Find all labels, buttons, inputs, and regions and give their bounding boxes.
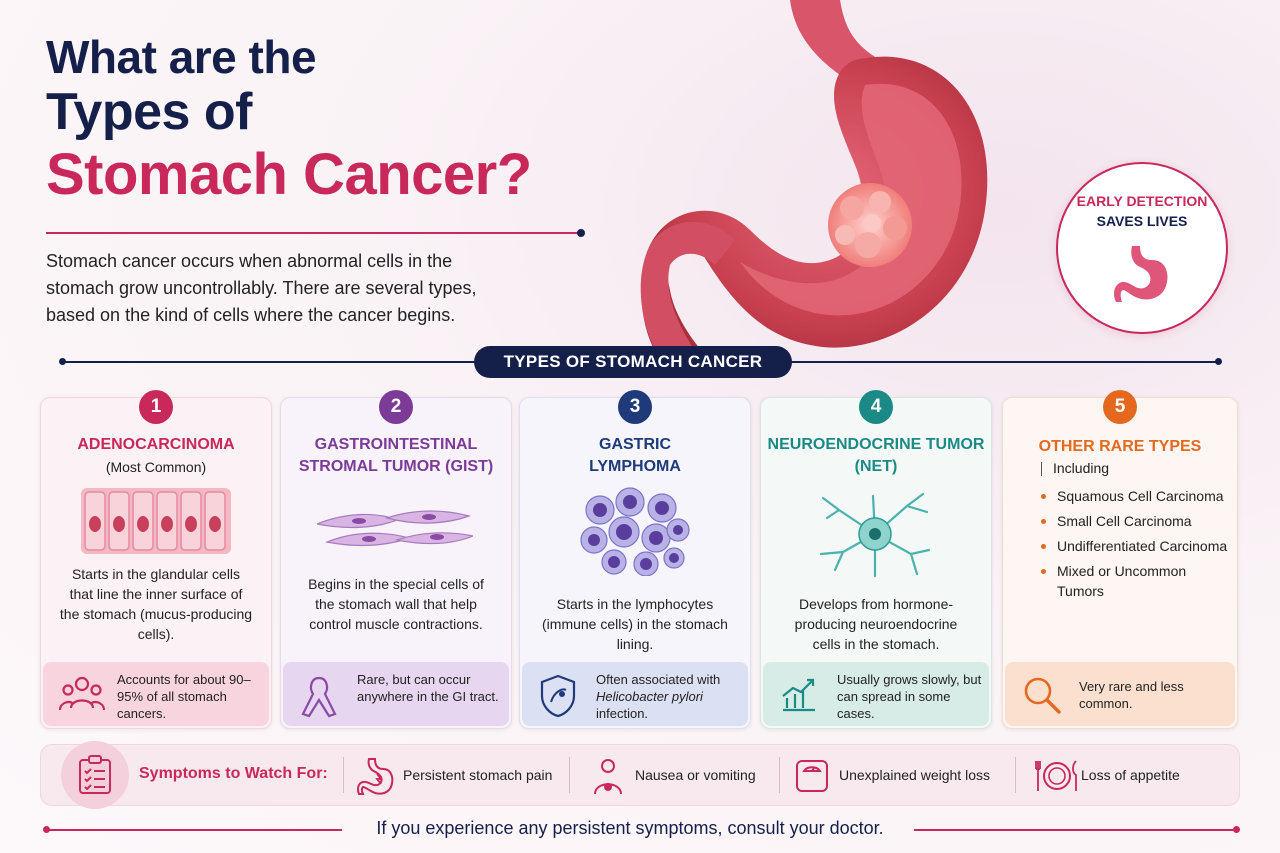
symptom-item: Nausea or vomiting: [589, 755, 789, 795]
note-italic: Helicobacter pylori: [596, 689, 703, 704]
symptom-label: Nausea or vomiting: [635, 767, 756, 783]
card-title: GASTRIC LYMPHOMA: [589, 436, 681, 475]
card-note: Very rare and less common.: [1079, 679, 1184, 711]
card-neuroendocrine: 4 NEUROENDOCRINE TUMOR (NET) Develops fr…: [760, 390, 992, 729]
card-number: 2: [379, 390, 413, 424]
symptoms-heading: Symptoms to Watch For:: [139, 765, 328, 782]
stomach-illustration: [640, 0, 988, 360]
card-note-box: Very rare and less common.: [1005, 662, 1235, 726]
list-item: Squamous Cell Carcinoma: [1031, 486, 1231, 506]
card-other-rare-types: 5 OTHER RARE TYPES Including Squamous Ce…: [1002, 390, 1238, 729]
title-line-1: What are the: [46, 31, 317, 83]
card-note: Accounts for about 90–95% of all stomach…: [117, 672, 251, 721]
symptom-label: Unexplained weight loss: [839, 767, 990, 783]
nausea-person-icon: [594, 759, 622, 795]
symptoms-strip: Symptoms to Watch For: Persistent stomac…: [40, 741, 1240, 809]
note-suffix: infection.: [596, 706, 649, 721]
section-label: TYPES OF STOMACH CANCER: [474, 346, 792, 378]
card-adenocarcinoma: 1 ADENOCARCINOMA (Most Common) Starts in…: [40, 390, 272, 729]
stromal-cells-illustration: [317, 510, 473, 547]
symptom-item: Persistent stomach pain: [357, 755, 577, 795]
card-gastric-lymphoma: 3 GASTRIC LYMPHOMA Starts in the lymphoc…: [519, 390, 751, 729]
card-description: Begins in the special cells of the stoma…: [308, 576, 484, 632]
footer-message: If you experience any persistent symptom…: [376, 818, 884, 838]
card-title: NEUROENDOCRINE TUMOR (NET): [767, 436, 985, 475]
list-item: Small Cell Carcinoma: [1031, 511, 1231, 531]
symptom-label: Persistent stomach pain: [403, 767, 553, 783]
card-note-box: Usually grows slowly, but can spread in …: [763, 662, 989, 726]
section-dot-right: [1215, 358, 1222, 365]
symptom-item: Unexplained weight loss: [793, 755, 1023, 795]
title-line-3: Stomach Cancer?: [46, 142, 532, 207]
footer-line-right: [914, 829, 1236, 831]
note-prefix: Often associated with: [596, 672, 721, 687]
badge-line-1: EARLY DETECTION: [1076, 193, 1208, 209]
card-note: Usually grows slowly, but can spread in …: [837, 672, 982, 721]
card-number: 4: [859, 390, 893, 424]
checklist-icon-wrap: [61, 741, 129, 809]
lymphocytes-illustration: [580, 487, 690, 576]
including-label: Including: [1040, 460, 1110, 476]
card-title: OTHER RARE TYPES: [1038, 438, 1202, 455]
stomach-icon: [1114, 246, 1168, 302]
intro-paragraph: Stomach cancer occurs when abnormal cell…: [46, 251, 477, 325]
card-description: Develops from hormone-producing neuroend…: [794, 596, 958, 652]
card-number: 5: [1103, 390, 1137, 424]
card-number: 3: [618, 390, 652, 424]
shield-bacteria-icon: [540, 674, 576, 718]
symptom-divider: [779, 757, 780, 793]
card-subtitle: (Most Common): [105, 459, 207, 475]
list-item: Undifferentiated Carcinoma: [1031, 536, 1231, 556]
scale-icon: [796, 760, 828, 792]
card-note-box: Rare, but can occur anywhere in the GI t…: [283, 662, 509, 726]
page-title: What are the Types of Stomach Cancer?: [46, 34, 532, 204]
symptom-divider: [1015, 757, 1016, 793]
card-description: Starts in the glandular cells that line …: [59, 566, 253, 642]
card-note: Rare, but can occur anywhere in the GI t…: [357, 672, 499, 704]
footer-line-left: [46, 829, 342, 831]
card-number: 1: [139, 390, 173, 424]
card-note-box: Accounts for about 90–95% of all stomach…: [43, 662, 269, 726]
section-line-left: [62, 361, 482, 363]
card-note: Often associated with Helicobacter pylor…: [596, 671, 744, 722]
card-title: GASTROINTESTINAL STROMAL TUMOR (GIST): [298, 436, 494, 475]
title-underline: [46, 229, 585, 237]
symptom-divider: [569, 757, 570, 793]
footer-dot-right: [1233, 826, 1240, 833]
people-group-icon: [59, 676, 105, 711]
card-note-box: Often associated with Helicobacter pylor…: [522, 662, 748, 726]
symptom-divider: [343, 757, 344, 793]
checklist-icon: [79, 755, 111, 794]
growth-chart-icon: [782, 678, 815, 712]
early-detection-badge: EARLY DETECTION SAVES LIVES: [1056, 162, 1228, 334]
magnifier-icon: [1024, 677, 1061, 714]
card-description: Starts in the lymphocytes (immune cells)…: [542, 596, 728, 652]
symptom-item: Loss of appetite: [1035, 755, 1225, 795]
list-item: Mixed or Uncommon Tumors: [1031, 561, 1231, 601]
section-line-right: [790, 361, 1218, 363]
badge-line-2: SAVES LIVES: [1096, 213, 1188, 229]
neuroendocrine-cell-illustration: [819, 492, 931, 578]
awareness-ribbon-icon: [301, 676, 337, 718]
card-title: ADENOCARCINOMA: [77, 436, 235, 453]
title-line-2: Types of: [46, 83, 252, 141]
stomach-pain-icon: [357, 758, 394, 795]
glandular-cells-illustration: [81, 488, 231, 554]
symptom-label: Loss of appetite: [1081, 767, 1180, 783]
plate-cutlery-icon: [1035, 760, 1077, 791]
rare-types-list: Squamous Cell Carcinoma Small Cell Carci…: [1031, 486, 1231, 606]
card-gist: 2 GASTROINTESTINAL STROMAL TUMOR (GIST) …: [280, 390, 512, 729]
